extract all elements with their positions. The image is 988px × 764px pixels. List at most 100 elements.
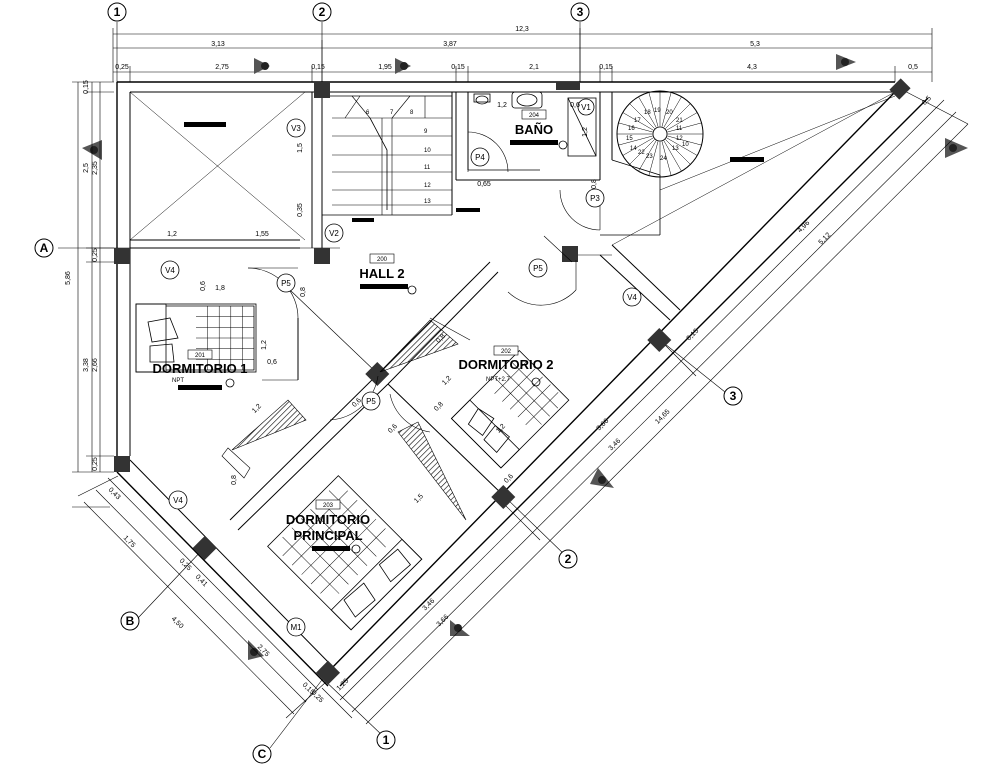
svg-text:1: 1 [383,733,390,747]
room-level: NPT [172,378,184,384]
closet [221,319,467,521]
opening-tag-p5c: P5 [361,391,381,411]
svg-text:1: 1 [114,5,121,19]
svg-text:17: 17 [634,118,641,124]
sink-icon [511,91,543,109]
dim-br-c: 1,25 [336,678,351,693]
room-code: 202 [501,349,512,355]
walls [116,81,929,687]
svg-text:18: 18 [644,110,651,116]
dim-in-e: 1,2 [261,340,268,350]
opening-tag-v2: V2 [324,223,344,243]
dim-in-v: 1,2 [495,423,507,435]
shower-icon [567,97,597,157]
svg-text:16: 16 [628,126,635,132]
opening-tag-v4b: V4 [622,287,642,307]
dim-bl-c: 4,50 [170,616,185,631]
svg-text:12: 12 [676,136,683,142]
dim-in-o: 0,8 [435,333,447,345]
left-dimensions [72,81,114,473]
svg-text:6: 6 [366,110,370,116]
dim-left-b: 2,5 [83,163,90,173]
bed-icon [450,350,570,469]
grid-bubble-B: B [120,611,140,631]
dim-top-d6: 2,1 [529,64,539,71]
bottom-left-dimensions [77,475,327,719]
svg-text:2: 2 [319,5,326,19]
diagonal-dimensions [321,85,969,725]
svg-text:V4: V4 [627,293,637,302]
toilet-icon [473,93,491,105]
svg-text:P5: P5 [366,397,376,406]
dim-in-l: 0,6 [570,102,580,109]
dim-in-h: 1,5 [297,143,304,153]
svg-text:V3: V3 [291,124,301,133]
svg-text:21: 21 [676,118,683,124]
dim-in-p: 0,6 [351,397,363,409]
room-bed1: 201 DORMITORIO 1 NPT [152,349,248,390]
dim-left-e: 3,38 [83,358,90,372]
dim-bl-a: 0,43 [107,487,122,502]
dim-in-m: 1,2 [582,127,589,137]
dim-in-n: 0,8 [591,179,598,189]
room-code: 203 [323,503,334,509]
svg-text:22: 22 [638,150,645,156]
dim-in-q: 1,2 [251,403,263,415]
room-name-2: PRINCIPAL [293,528,362,543]
columns [114,78,911,685]
grid-bubble-2-diag: 2 [558,549,578,569]
dim-in-x: 0,8 [231,475,238,485]
dim-in-f: 0,6 [267,359,277,366]
stair-step-numbers: 6 7 8 9 10 11 12 13 [366,110,431,205]
dim-top-d2: 2,75 [215,64,229,71]
bed-icon [267,475,423,631]
svg-text:P4: P4 [475,153,485,162]
svg-text:8: 8 [410,110,414,116]
dim-in-u: 1,2 [441,375,453,387]
grid-bubble-3-top: 3 [570,2,590,22]
opening-tag-p3: P3 [585,188,605,208]
door-swings [247,131,601,433]
dim-left-total: 5,86 [65,271,72,285]
grid-bubble-C: C [252,744,272,764]
dim-in-k: 1,2 [497,102,507,109]
room-master: 203 DORMITORIO PRINCIPAL [286,499,370,554]
svg-text:3: 3 [730,389,737,403]
dim-top-d9: 0,5 [908,64,918,71]
room-code: 204 [529,113,540,119]
svg-text:11: 11 [424,165,431,171]
svg-text:7: 7 [390,110,394,116]
dim-bl-f: 0,25 [178,558,193,573]
dim-left-c: 2,35 [92,161,99,175]
dim-top-d1: 0,25 [115,64,129,71]
dim-top-d5: 0,15 [451,64,465,71]
dim-in-a: 1,2 [167,231,177,238]
opening-tag-p5a: P5 [276,273,296,293]
svg-text:2: 2 [565,552,572,566]
dim-top-d3: 0,15 [311,64,325,71]
spiral-stair [616,90,704,178]
svg-text:V2: V2 [329,229,339,238]
svg-text:C: C [258,747,267,761]
dim-diag-e: 14,65 [654,408,671,425]
dim-diag-g: 0,5 [921,95,933,107]
dim-in-s: 0,6 [387,423,399,435]
room-bed2: 202 DORMITORIO 2 NPT+2.7 [458,345,554,387]
room-code: 201 [195,353,206,359]
room-name: BAÑO [515,122,553,137]
svg-text:11: 11 [676,126,683,132]
dim-top-a: 3,13 [211,41,225,48]
svg-text:13: 13 [672,146,679,152]
dim-in-d: 0,6 [200,281,207,291]
svg-text:P3: P3 [590,194,600,203]
svg-text:V4: V4 [173,496,183,505]
svg-text:B: B [126,614,135,628]
opening-tag-v3: V3 [286,118,306,138]
dim-in-b: 1,55 [255,231,269,238]
dim-in-j: 0,65 [477,181,491,188]
opening-tag-p4: P4 [470,147,490,167]
svg-text:P5: P5 [533,264,543,273]
dim-diag-f: 0,15 [686,328,701,343]
room-name-1: DORMITORIO [286,512,370,527]
grid-bubble-1-top: 1 [107,2,127,22]
